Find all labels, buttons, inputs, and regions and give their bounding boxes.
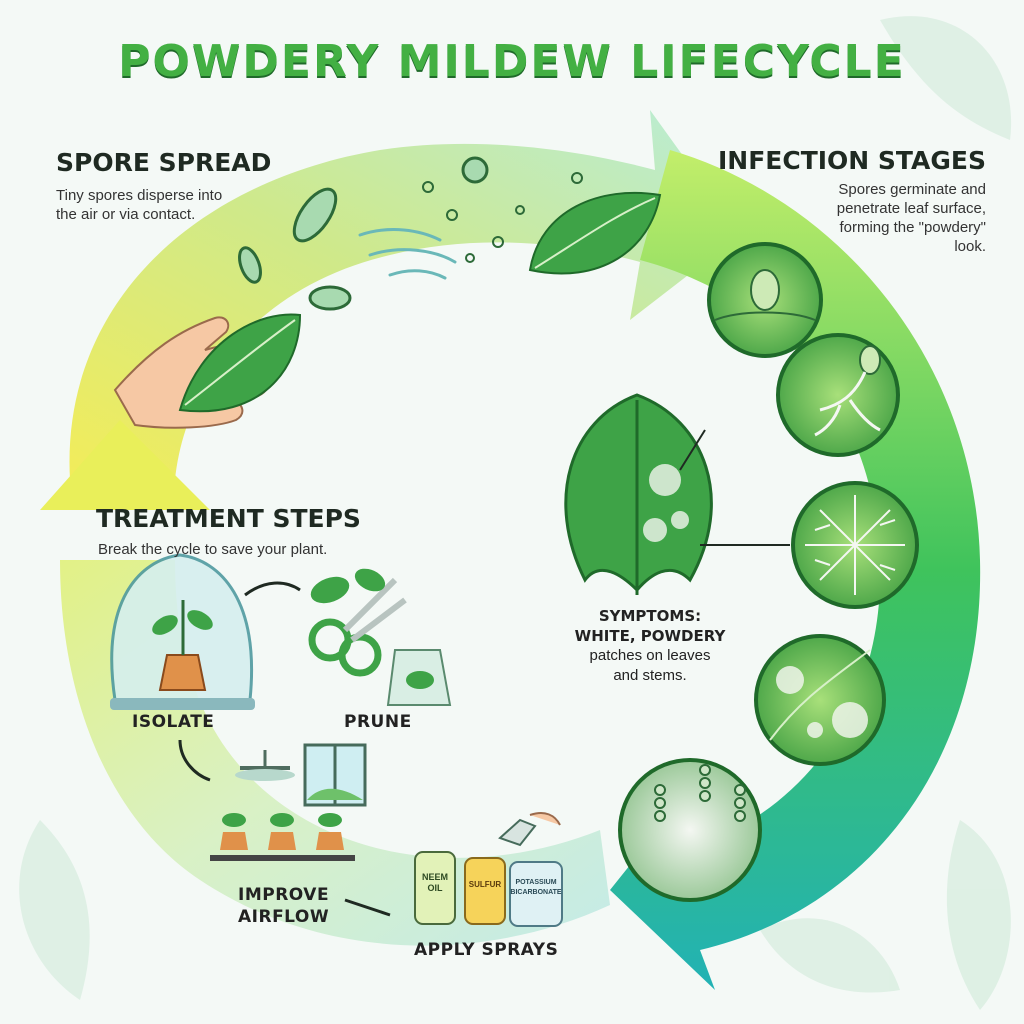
bottle-label-line: BICARBONATE [510,889,562,896]
spore-spread-art [113,156,662,429]
symptoms-desc-line: patches on leaves [589,647,711,664]
arrow-into-treatment [40,420,210,510]
spore-icon [238,156,489,311]
page-title: POWDERY MILDEW LIFECYCLE [118,36,906,87]
bottle-label-line: OIL [427,883,443,893]
wind-icon [358,228,457,280]
prune-label: PRUNE [344,712,412,732]
stage-powdery-patches [754,634,886,766]
prune-scissors-icon [308,568,407,677]
spore-spread-desc-line: the air or via contact. [56,206,196,223]
treatment-steps-description: Break the cycle to save your plant. [98,541,328,558]
background-leaves [19,16,1012,1010]
symptoms-label: WHITE, POWDERY [574,627,726,645]
stage-sporulation [618,758,762,902]
infection-desc-line: penetrate leaf surface, [836,200,986,217]
infection-stages-description: Spores germinate and penetrate leaf surf… [837,180,986,256]
airflow-label-line: AIRFLOW [238,907,330,927]
stage-mycelium [791,481,919,609]
improve-airflow-label: IMPROVE AIRFLOW [238,884,329,928]
window-icon [303,743,367,807]
bottle-label-line: NEEM [421,872,448,882]
symptoms-callout: SYMPTOMS: WHITE, POWDERY patches on leav… [560,606,740,686]
fan-icon [235,750,295,781]
arrow-spore-spread [69,110,740,480]
receiving-leaf-icon [528,191,662,275]
step-arrow-icon [178,739,211,782]
step-arrow-icon [344,898,391,917]
isolate-label: ISOLATE [132,712,215,732]
bottle-label-line: POTASSIUM [515,879,557,886]
infection-desc-line: look. [954,238,986,255]
spore-spread-desc-line: Tiny spores disperse into [56,187,223,204]
sulfur-bottle-label: SULFUR [468,880,502,889]
treatment-art [110,553,563,927]
plant-row-icon [210,813,355,861]
symptoms-label: SYMPTOMS: [598,607,702,625]
infection-stage-circles [618,242,919,902]
spore-spread-description: Tiny spores disperse into the air or via… [56,186,222,224]
arrow-treatment-steps [60,560,610,946]
treatment-steps-heading: TREATMENT STEPS [96,504,361,533]
stage-penetration [776,333,900,457]
isolate-dome-icon [110,553,255,710]
symptom-leaf-icon [564,393,790,595]
symptoms-desc-line: and stems. [613,667,687,684]
spray-bottles-icon [414,812,563,927]
infection-stages-heading: INFECTION STAGES [717,146,986,175]
potassium-bicarbonate-bottle-label: POTASSIUM BICARBONATE [510,878,562,898]
neem-oil-bottle-label: NEEM OIL [415,872,455,894]
infection-desc-line: Spores germinate and [838,181,986,198]
apply-sprays-label: APPLY SPRAYS [414,940,559,960]
airflow-label-line: IMPROVE [238,885,330,905]
infection-desc-line: forming the "powdery" [839,219,986,236]
spore-spread-heading: SPORE SPREAD [56,148,272,177]
step-arrow-icon [244,581,301,597]
stage-germination [707,242,823,358]
prune-bag-icon [386,649,452,706]
